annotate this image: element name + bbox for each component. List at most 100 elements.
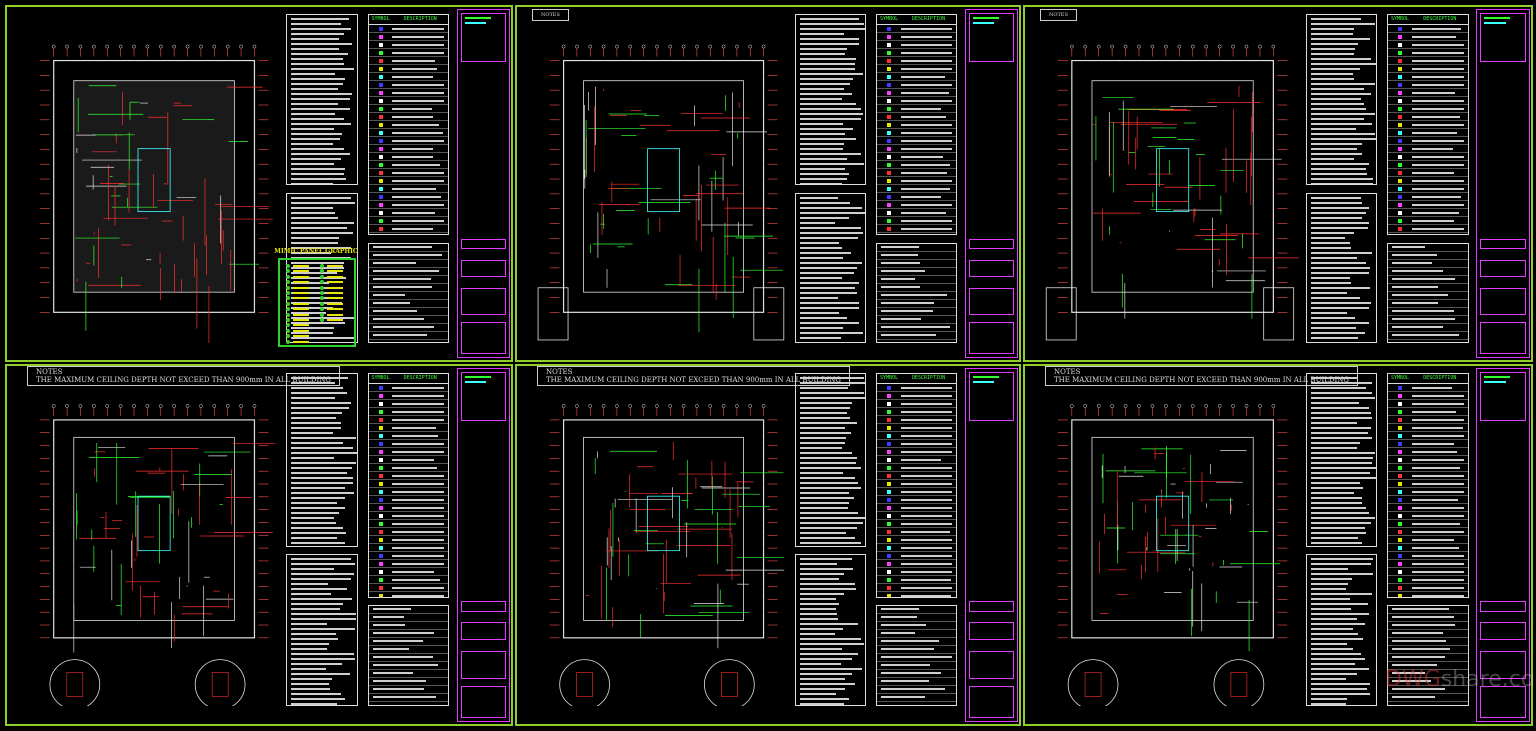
legend-description-header: DESCRIPTION [403, 16, 437, 23]
legend-symbol-icon [887, 553, 892, 558]
legend-symbol-icon [1398, 162, 1403, 167]
legend-symbol-icon [378, 42, 383, 47]
legend-row [877, 456, 957, 465]
legend-symbol-icon [1398, 505, 1403, 510]
legend-symbol-icon [378, 465, 383, 470]
legend-row [368, 169, 448, 178]
title-block [456, 9, 510, 358]
notes-text: THE MAXIMUM CEILING DEPTH NOT EXCEED THA… [1054, 376, 1349, 384]
mimic-indicator [286, 296, 309, 301]
legend-symbol-icon [887, 401, 892, 406]
legend-symbol-icon [887, 162, 892, 167]
legend-symbol-icon [887, 42, 892, 47]
drawing-sheet[interactable]: SYMBOL DESCRIPTION [5, 5, 513, 362]
legend-symbol-icon [1398, 138, 1403, 143]
legend-symbol-icon [1398, 58, 1403, 63]
legend-row [368, 432, 448, 441]
legend-row [1388, 153, 1468, 162]
mimic-indicator [286, 307, 309, 312]
title-block [964, 9, 1018, 358]
legend-symbol-header: SYMBOL [1391, 375, 1410, 382]
legend-symbol-icon [378, 50, 383, 55]
legend-symbol-icon [887, 26, 892, 31]
floor-plan[interactable] [532, 395, 795, 707]
legend-symbol-icon [378, 417, 383, 422]
legend-symbol-icon [378, 545, 383, 550]
legend-row [1388, 177, 1468, 186]
legend-row [877, 416, 957, 425]
legend-row [1388, 488, 1468, 497]
legend-row [1388, 496, 1468, 505]
legend-row [877, 105, 957, 114]
floor-plan[interactable] [1040, 395, 1305, 707]
legend-symbol-icon [378, 529, 383, 534]
watermark-brand: DWG [1385, 667, 1441, 692]
watermark: DWGshare.com [1385, 667, 1536, 692]
legend-row [877, 129, 957, 138]
legend-description-header: DESCRIPTION [1423, 375, 1457, 382]
legend-row [877, 480, 957, 489]
legend-symbol-icon [1398, 489, 1403, 494]
notes-text: THE MAXIMUM CEILING DEPTH NOT EXCEED THA… [546, 376, 841, 384]
schedule-block [795, 554, 867, 707]
schedule-block [1305, 554, 1377, 707]
legend-symbol-icon [378, 162, 383, 167]
legend-symbol-icon [378, 569, 383, 574]
legend-symbol-header: SYMBOL [371, 375, 390, 382]
legend-symbol-icon [378, 122, 383, 127]
legend-symbol-icon [887, 409, 892, 414]
legend-row [877, 57, 957, 66]
legend-row [1388, 544, 1468, 553]
legend-row [877, 528, 957, 537]
legend-row [368, 472, 448, 481]
legend-row [368, 488, 448, 497]
legend-description-header: DESCRIPTION [912, 16, 946, 23]
legend-row [369, 592, 448, 597]
legend-row [877, 544, 957, 553]
legend-row [1388, 392, 1468, 401]
cable-schedule-table [367, 604, 449, 707]
mimic-indicator [286, 285, 309, 290]
legend-symbol-icon [1398, 210, 1403, 215]
floor-plan[interactable] [22, 36, 286, 343]
legend-symbol-header: SYMBOL [371, 16, 390, 23]
legend-row [877, 496, 957, 505]
floor-plan[interactable] [22, 395, 286, 707]
legend-symbol-icon [378, 26, 383, 31]
legend-symbol-icon [1398, 34, 1403, 39]
legend-row [877, 113, 957, 122]
legend-symbol-icon [1398, 82, 1403, 87]
legend-row [877, 472, 957, 481]
floor-plan[interactable] [532, 36, 795, 343]
legend-row [368, 97, 448, 106]
legend-row [877, 25, 957, 34]
notes-header: NOTES [1040, 9, 1077, 21]
legend-symbol-icon [1398, 457, 1403, 462]
floor-plan[interactable] [1040, 36, 1305, 343]
legend-symbol-icon [1398, 194, 1403, 199]
legend-row [1388, 424, 1468, 433]
legend-symbol-icon [887, 569, 892, 574]
legend-row [368, 25, 448, 34]
legend-row [1388, 217, 1468, 226]
legend-header: SYMBOL DESCRIPTION [1388, 374, 1468, 385]
legend-row [877, 464, 957, 473]
legend-symbol-icon [1398, 226, 1403, 231]
legend-row [368, 145, 448, 154]
mimic-indicator [320, 307, 343, 312]
legend-row [1388, 169, 1468, 178]
legend-row [368, 105, 448, 114]
legend-symbol-icon [378, 561, 383, 566]
legend-symbol-icon [887, 66, 892, 71]
legend-symbol-icon [887, 497, 892, 502]
legend-row [368, 424, 448, 433]
